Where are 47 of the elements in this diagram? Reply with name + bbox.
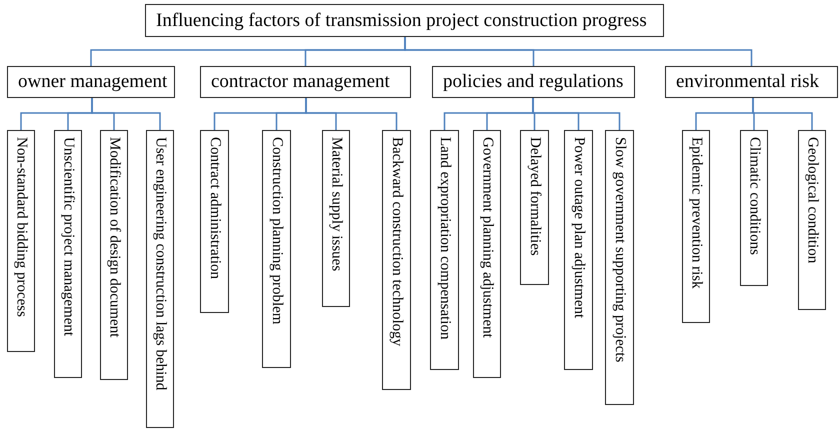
node-label: Modification of design document (106, 137, 122, 340)
factor-box (564, 130, 593, 370)
node-label: policies and regulations (443, 71, 624, 93)
factor-box (322, 130, 350, 307)
connector-line (305, 98, 398, 130)
connector-line (532, 98, 620, 130)
factor-box (740, 130, 768, 286)
node-label: Power outage plan adjustment (570, 137, 587, 320)
node-label: owner management (18, 71, 168, 93)
factor-box (473, 130, 501, 378)
factor-box (7, 130, 35, 352)
node-label: Backward construction technology (388, 137, 405, 348)
node-label: Government planning adjustment (478, 137, 496, 340)
connector-line (91, 98, 161, 130)
node-label: User engineering construction lags behind (152, 137, 168, 392)
node-label: contractor management (211, 71, 390, 93)
node-label: Unscientific project management (60, 137, 76, 338)
category-box (432, 66, 635, 98)
factor-box (382, 130, 411, 390)
node-label: Delayed formalities (526, 137, 543, 258)
node-label: Material supply issues (328, 137, 344, 274)
factor-box (520, 130, 549, 285)
node-label: environmental risk (676, 71, 819, 93)
connector-line (404, 37, 752, 66)
factor-box (430, 130, 459, 370)
category-box (145, 4, 664, 37)
node-label: Non-standard bidding process (12, 137, 30, 319)
category-box (665, 66, 838, 98)
factor-box (200, 130, 229, 313)
node-label: Geological condition (804, 137, 820, 266)
category-box (200, 66, 411, 98)
node-label: Slow government supporting projects (611, 137, 628, 364)
factor-box (146, 130, 174, 428)
node-label: Construction planning problem (268, 137, 285, 326)
node-label: Influencing factors of transmission project construction progress (156, 10, 647, 32)
node-label: Climatic conditions (746, 137, 762, 257)
factor-box (54, 130, 82, 378)
factor-box (798, 130, 826, 310)
node-label: Epidemic prevention risk (688, 137, 704, 291)
factor-box (605, 130, 634, 405)
connector-line (752, 98, 813, 130)
factor-box (100, 130, 128, 380)
category-box (7, 66, 175, 98)
node-label: Land expropriation compensation (436, 137, 453, 342)
factor-box (262, 130, 291, 368)
factor-box (682, 130, 710, 323)
node-label: Contract administration (206, 137, 223, 282)
